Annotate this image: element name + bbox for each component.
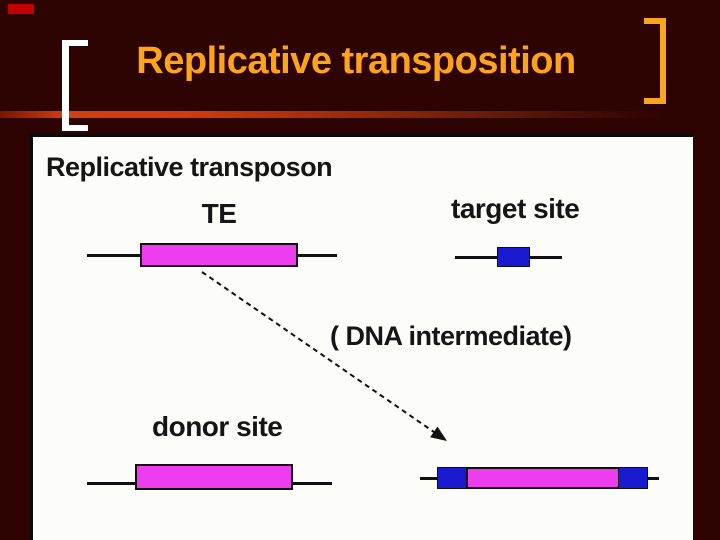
te-transposon-box [140, 243, 298, 267]
left-bracket-icon [62, 40, 88, 131]
title-underline-accent [0, 111, 664, 118]
cointegrate-target-right-box [618, 467, 648, 489]
donor-site-label: donor site [152, 411, 283, 442]
target-site-label: target site [451, 193, 580, 224]
donor-transposon-box [135, 464, 293, 490]
cointegrate-transposon-box [466, 467, 620, 489]
te-label: TE [201, 198, 237, 229]
cointegrate-line-right [647, 477, 659, 480]
diagram-panel: Replicative transposon TE target site ( … [30, 134, 693, 540]
dna-intermediate-label: ( DNA intermediate) [330, 321, 572, 351]
cointegrate-line-left [420, 477, 440, 480]
diagram-heading: Replicative transposon [46, 152, 333, 182]
slide-title: Replicative transposition [136, 40, 576, 82]
right-bracket-icon [644, 18, 666, 104]
cointegrate-target-left-box [437, 467, 468, 489]
target-site-box [497, 247, 530, 267]
corner-accent-mark [8, 4, 34, 14]
